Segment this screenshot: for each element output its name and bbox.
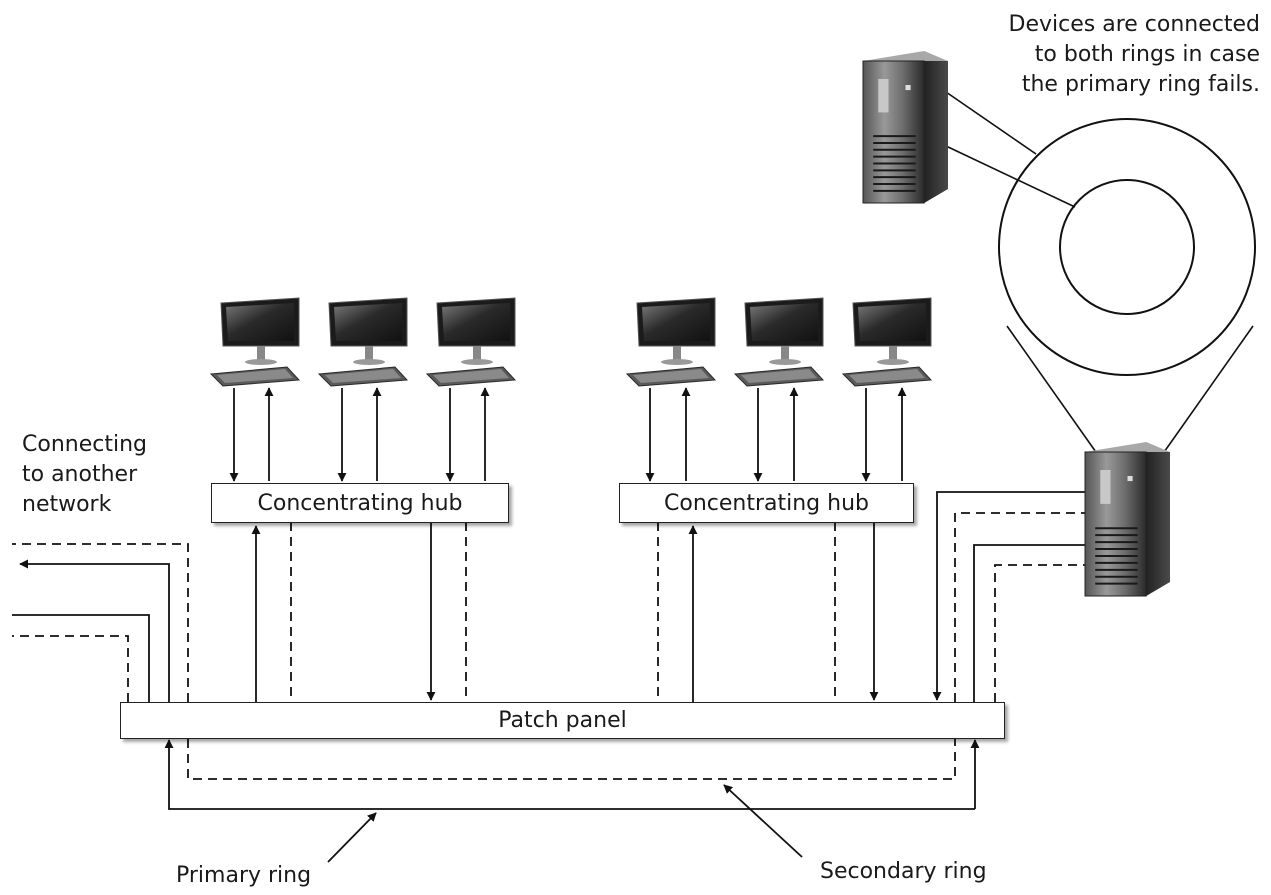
external-line: network [22,492,112,517]
external-network-links [12,559,170,702]
server-tower-icon [1084,442,1170,597]
callout-note: Devices are connected to both rings in c… [990,10,1260,100]
workstation-icon [317,297,409,387]
external-line: Connecting [22,432,147,457]
workstation-icon [209,297,301,387]
server-panel-dashed-links [954,512,1087,702]
workstation-icon [425,297,517,387]
server-ring-links [945,91,1076,208]
workstation-icon [841,297,933,387]
secondary-ring-path [187,739,956,780]
workstation-hub-links [229,387,907,482]
server-group [862,51,1170,597]
hub-panel-dashed-links [290,522,836,702]
patch-panel-label: Patch panel [498,708,627,733]
magnifier-cone [1006,325,1254,456]
primary-ring-label: Primary ring [176,863,312,888]
patch-panel: Patch panel [120,702,1005,739]
label-pointers [327,784,803,863]
workstation-icon [625,297,717,387]
external-network-dashed-links [12,543,189,702]
server-panel-links [932,491,1087,702]
external-line: to another [22,462,138,487]
server-tower-icon [862,51,948,204]
workstation-group [209,297,933,387]
external-network-label: Connecting to another network [22,430,202,520]
concentrating-hub-left: Concentrating hub [211,483,509,523]
callout-line: to both rings in case [1034,42,1260,67]
workstation-icon [733,297,825,387]
concentrating-hub-right: Concentrating hub [619,483,914,523]
hub-panel-links [251,522,879,702]
hub-label: Concentrating hub [257,490,463,516]
primary-ring-path [164,739,980,810]
callout-line: Devices are connected [1008,12,1260,37]
dual-ring-icon [998,118,1256,376]
callout-line: the primary ring fails. [1021,72,1260,97]
secondary-ring-label: Secondary ring [820,859,987,884]
hub-label: Concentrating hub [664,490,869,516]
